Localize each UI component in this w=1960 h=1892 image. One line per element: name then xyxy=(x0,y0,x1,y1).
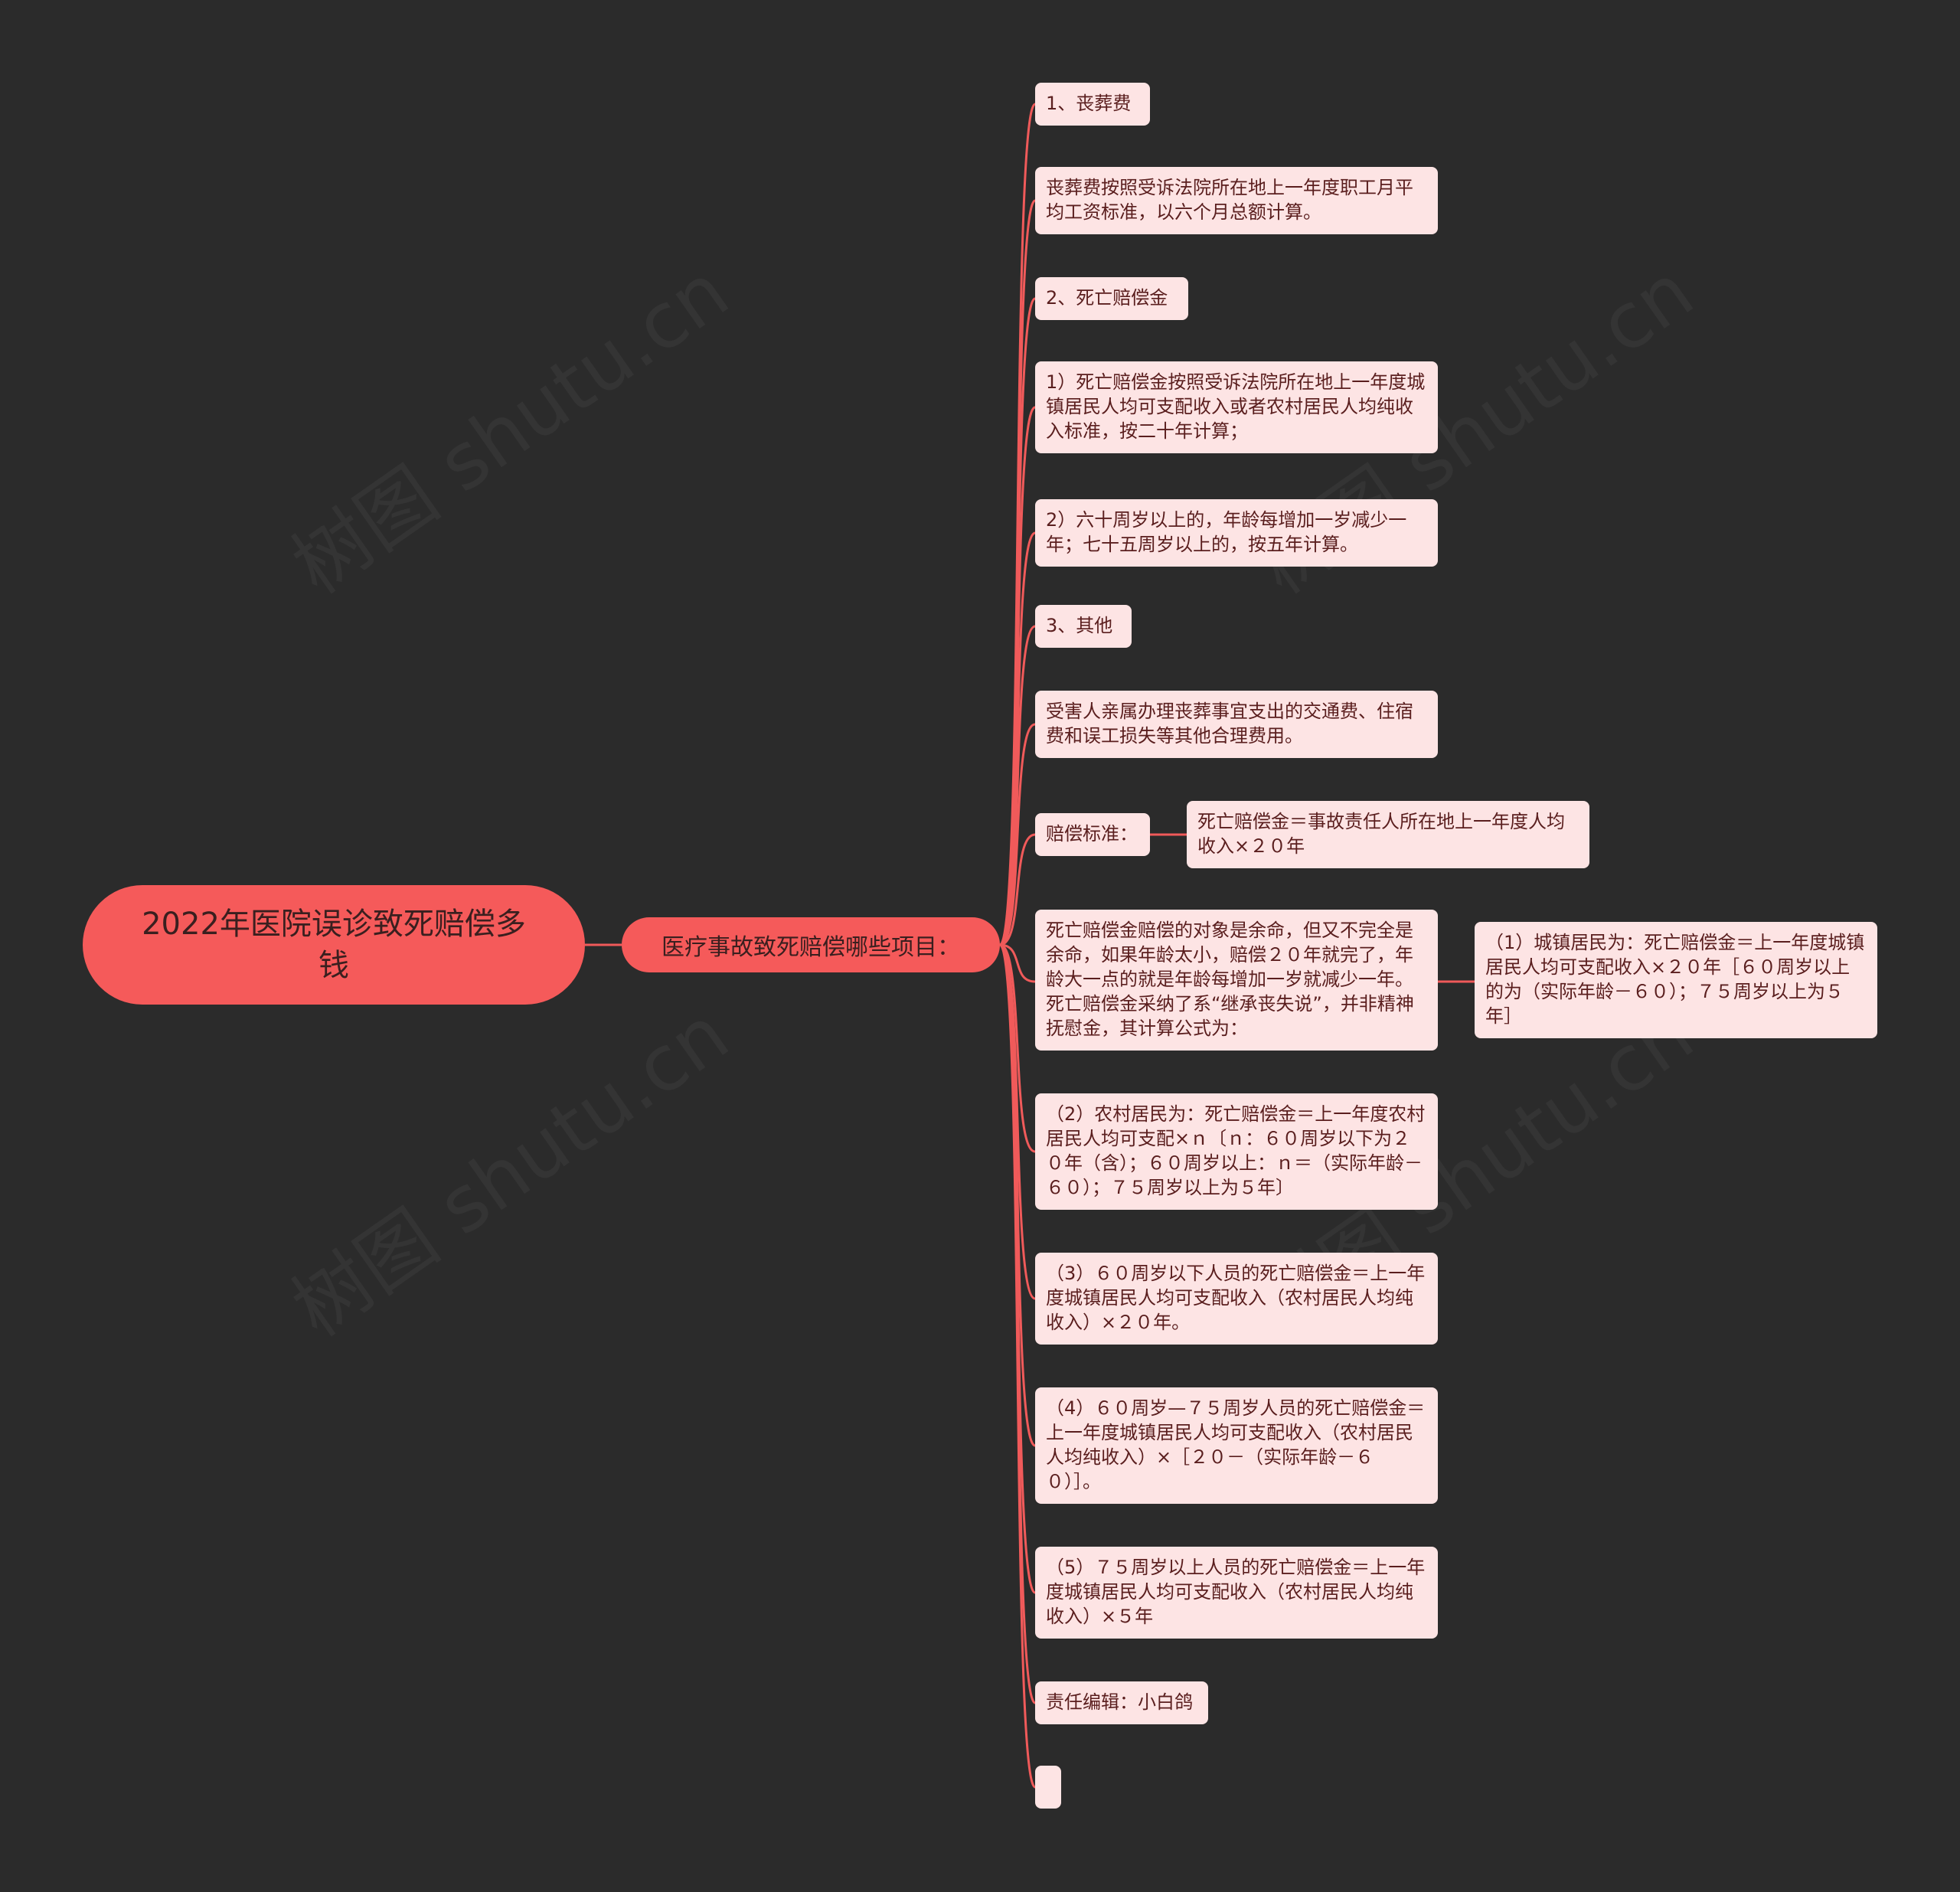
leaf-empty[interactable] xyxy=(1035,1766,1061,1809)
leaf-death-comp-rule-1[interactable]: 1）死亡赔偿金按照受诉法院所在地上一年度城镇居民人均可支配收入或者农村居民人均纯… xyxy=(1035,361,1438,453)
leaf-death-comp-rule-2[interactable]: 2）六十周岁以上的，年龄每增加一岁减少一年；七十五周岁以上的，按五年计算。 xyxy=(1035,499,1438,567)
branch-topic[interactable]: 医疗事故致死赔偿哪些项目： xyxy=(622,917,1000,972)
connector-branch-leaf xyxy=(999,943,1036,1153)
leaf-standard-title[interactable]: 赔偿标准： xyxy=(1035,813,1150,856)
connector-branch-leaf xyxy=(999,723,1036,946)
leaf-over-75-formula[interactable]: （5）７５周岁以上人员的死亡赔偿金＝上一年度城镇居民人均可支配收入（农村居民人均… xyxy=(1035,1547,1438,1639)
connector-branch-leaf xyxy=(999,625,1036,946)
leaf-urban-formula[interactable]: （1）城镇居民为：死亡赔偿金＝上一年度城镇居民人均可支配收入×２０年［６０周岁以… xyxy=(1475,922,1877,1038)
connector-branch-leaf xyxy=(998,943,1037,1789)
connector-branch-leaf xyxy=(999,943,1036,983)
leaf-funeral-detail[interactable]: 丧葬费按照受诉法院所在地上一年度职工月平均工资标准，以六个月总额计算。 xyxy=(1035,167,1438,234)
leaf-under-60-formula[interactable]: （3）６０周岁以下人员的死亡赔偿金＝上一年度城镇居民人均可支配收入（农村居民人均… xyxy=(1035,1253,1438,1345)
root-topic[interactable]: 2022年医院误诊致死赔偿多钱 xyxy=(83,885,585,1005)
leaf-death-comp-title[interactable]: 2、死亡赔偿金 xyxy=(1035,277,1188,320)
leaf-60-75-formula[interactable]: （4）６０周岁—７５周岁人员的死亡赔偿金＝上一年度城镇居民人均可支配收入（农村居… xyxy=(1035,1387,1438,1504)
connector-branch-leaf xyxy=(999,833,1036,946)
leaf-other-title[interactable]: 3、其他 xyxy=(1035,605,1132,648)
leaf-editor[interactable]: 责任编辑：小白鸽 xyxy=(1035,1681,1208,1724)
leaf-funeral-title[interactable]: 1、丧葬费 xyxy=(1035,83,1150,126)
leaf-other-detail[interactable]: 受害人亲属办理丧葬事宜支出的交通费、住宿费和误工损失等其他合理费用。 xyxy=(1035,691,1438,758)
leaf-rural-formula[interactable]: （2）农村居民为：死亡赔偿金＝上一年度农村居民人均可支配×ｎ〔ｎ：６０周岁以下为… xyxy=(1035,1093,1438,1210)
leaf-object-explanation[interactable]: 死亡赔偿金赔偿的对象是余命，但又不完全是余命，如果年龄太小，赔偿２０年就完了，年… xyxy=(1035,910,1438,1051)
leaf-standard-formula[interactable]: 死亡赔偿金＝事故责任人所在地上一年度人均收入×２０年 xyxy=(1187,801,1589,868)
